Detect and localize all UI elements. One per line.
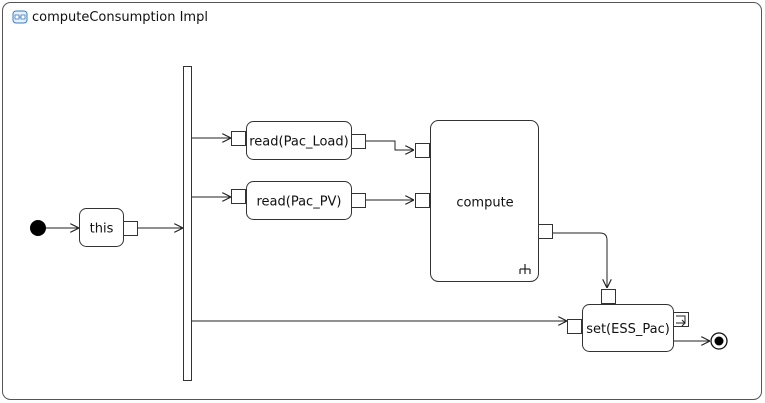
pin-compute-out[interactable] bbox=[538, 224, 553, 239]
edge-compute-to-set[interactable] bbox=[553, 232, 607, 288]
initial-node[interactable] bbox=[30, 220, 46, 236]
action-this-label: this bbox=[90, 222, 114, 237]
action-compute[interactable] bbox=[430, 120, 539, 282]
pin-this-out[interactable] bbox=[123, 221, 138, 236]
diagram-title: computeConsumption Impl bbox=[32, 9, 208, 25]
action-set[interactable] bbox=[582, 304, 674, 352]
pin-read-load-in[interactable] bbox=[231, 131, 246, 146]
pin-read-load-out[interactable] bbox=[351, 134, 366, 149]
activity-final-node-inner bbox=[714, 336, 724, 346]
streaming-pin-icon bbox=[673, 312, 689, 327]
pin-set-in-top[interactable] bbox=[601, 289, 616, 304]
activity-frame-icon bbox=[12, 10, 28, 24]
pin-compute-in-1[interactable] bbox=[415, 143, 430, 158]
pin-read-pv-in[interactable] bbox=[231, 189, 246, 204]
pin-compute-in-2[interactable] bbox=[415, 193, 430, 208]
action-set-label: set(ESS_Pac) bbox=[586, 322, 670, 337]
pin-read-pv-out[interactable] bbox=[351, 193, 366, 208]
action-read-load-label: read(Pac_Load) bbox=[249, 135, 348, 150]
edge-read-load-to-compute[interactable] bbox=[366, 140, 414, 150]
action-compute-label: compute bbox=[456, 196, 513, 211]
call-behavior-rake-icon bbox=[519, 264, 531, 274]
frame-title-row: computeConsumption Impl bbox=[12, 8, 208, 26]
action-read-pv-label: read(Pac_PV) bbox=[256, 195, 341, 210]
fork-bar[interactable] bbox=[183, 66, 192, 381]
pin-set-in-left[interactable] bbox=[567, 319, 582, 334]
